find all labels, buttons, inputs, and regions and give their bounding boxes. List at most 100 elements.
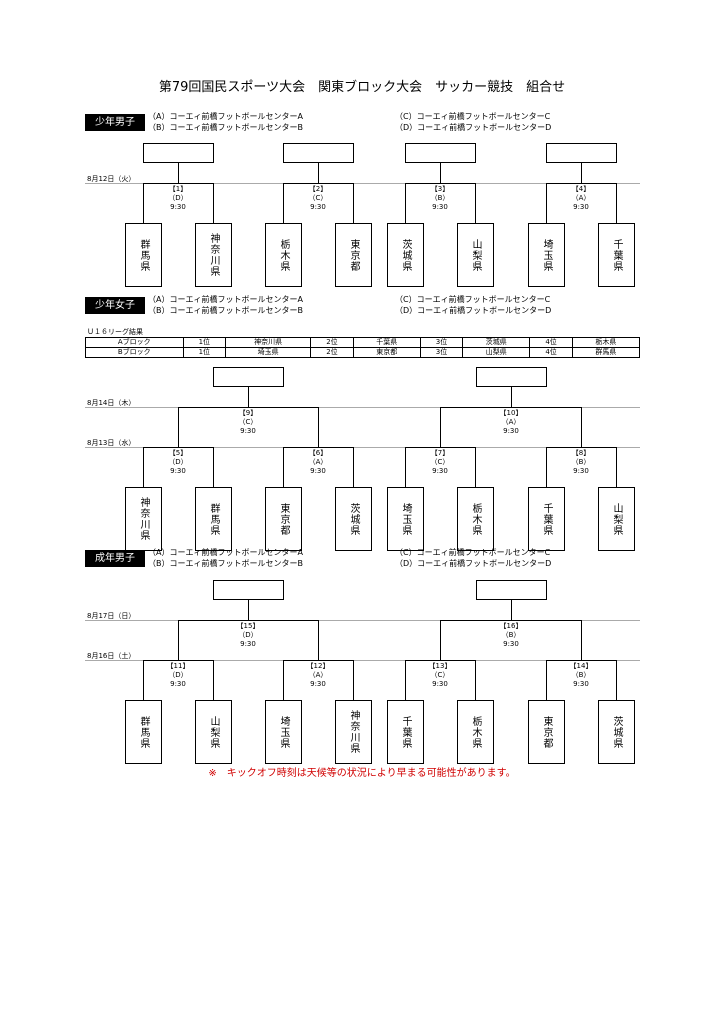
match-time: 9:30 xyxy=(310,467,326,475)
kickoff-note: ※ キックオフ時刻は天候等の状況により早まる可能性があります。 xyxy=(208,768,516,779)
venue-c: （C）コーエィ前橋フットボールセンターC xyxy=(395,112,551,121)
match-date: 8月16日（土） xyxy=(87,652,136,660)
match-info: 【10】 （A） 9:30 xyxy=(491,409,531,436)
bracket-line xyxy=(440,620,441,660)
bracket-line xyxy=(405,447,406,487)
bracket-line xyxy=(318,163,319,183)
match-time: 9:30 xyxy=(240,427,256,435)
u16-results-table: Aブロック 1位 神奈川県 2位 千葉県 3位 茨城県 4位 栃木県 Bブロック… xyxy=(85,337,641,358)
bracket-line xyxy=(475,183,476,223)
team-box: 神奈川県 xyxy=(125,487,162,551)
team-box: 千葉県 xyxy=(528,487,565,551)
team-box: 千葉県 xyxy=(598,223,635,287)
bracket-line xyxy=(511,387,512,407)
match-venue: （A） xyxy=(501,418,521,426)
match-number: 【4】 xyxy=(571,185,591,193)
match-venue: （D） xyxy=(168,194,188,202)
match-time: 9:30 xyxy=(170,467,186,475)
match-info: 【12】 （A） 9:30 xyxy=(298,662,338,689)
match-time: 9:30 xyxy=(310,680,326,688)
match-info: 【4】 （A） 9:30 xyxy=(561,185,601,212)
match-venue: （B） xyxy=(430,194,450,202)
venue-d: （D）コーエィ前橋フットボールセンターD xyxy=(395,306,552,315)
match-date: 8月12日（火） xyxy=(87,175,136,183)
table-cell: 神奈川県 xyxy=(225,337,312,348)
match-number: 【9】 xyxy=(238,409,258,417)
bracket-line xyxy=(616,447,617,487)
bracket-line xyxy=(440,620,582,621)
team-box: 埼玉県 xyxy=(528,223,565,287)
table-cell: 群馬県 xyxy=(571,347,641,358)
team-name: 群馬県 xyxy=(208,502,219,536)
bracket-line xyxy=(440,407,582,408)
date-line xyxy=(85,447,640,448)
bracket-line xyxy=(318,407,319,447)
bracket-line xyxy=(143,660,214,661)
team-box: 埼玉県 xyxy=(265,700,302,764)
match-number: 【2】 xyxy=(308,185,328,193)
match-info: 【6】 （A） 9:30 xyxy=(298,449,338,476)
bracket-line xyxy=(143,447,214,448)
bracket-line xyxy=(283,660,284,700)
match-info: 【8】 （B） 9:30 xyxy=(561,449,601,476)
match-time: 9:30 xyxy=(573,680,589,688)
winner-box xyxy=(476,367,547,387)
team-box: 茨城県 xyxy=(335,487,372,551)
match-time: 9:30 xyxy=(170,680,186,688)
team-box: 群馬県 xyxy=(195,487,232,551)
bracket-line xyxy=(213,447,214,487)
team-box: 群馬県 xyxy=(125,223,162,287)
table-cell: 4位 xyxy=(529,347,573,358)
bracket-line xyxy=(283,183,354,184)
match-info: 【3】 （B） 9:30 xyxy=(420,185,460,212)
date-line xyxy=(85,660,640,661)
bracket-line xyxy=(353,183,354,223)
team-name: 栃木県 xyxy=(470,502,481,536)
match-info: 【1】 （D） 9:30 xyxy=(158,185,198,212)
team-name: 神奈川県 xyxy=(348,710,359,754)
bracket-line xyxy=(178,407,319,408)
team-name: 山梨県 xyxy=(470,238,481,272)
match-number: 【1】 xyxy=(168,185,188,193)
table-cell: 千葉県 xyxy=(352,337,421,348)
bracket-line xyxy=(581,407,582,447)
winner-box xyxy=(546,143,617,163)
bracket-line xyxy=(546,183,547,223)
match-number: 【3】 xyxy=(430,185,450,193)
team-name: 栃木県 xyxy=(278,238,289,272)
match-info: 【15】 （D） 9:30 xyxy=(228,622,268,649)
team-box: 茨城県 xyxy=(387,223,424,287)
team-name: 茨城県 xyxy=(400,238,411,272)
team-box: 神奈川県 xyxy=(195,223,232,287)
bracket-line xyxy=(178,620,179,660)
bracket-line xyxy=(353,447,354,487)
team-name: 千葉県 xyxy=(541,502,552,536)
team-name: 埼玉県 xyxy=(400,502,411,536)
team-box: 山梨県 xyxy=(457,223,494,287)
team-name: 東京都 xyxy=(278,502,289,536)
team-name: 埼玉県 xyxy=(278,715,289,749)
match-info: 【11】 （D） 9:30 xyxy=(158,662,198,689)
bracket-line xyxy=(178,407,179,447)
match-number: 【12】 xyxy=(306,662,330,670)
bracket-line xyxy=(143,183,144,223)
venue-d: （D）コーエィ前橋フットボールセンターD xyxy=(395,559,552,568)
table-cell: 茨城県 xyxy=(462,337,531,348)
match-date: 8月13日（水） xyxy=(87,439,136,447)
team-box: 山梨県 xyxy=(598,487,635,551)
bracket-line xyxy=(143,447,144,487)
match-time: 9:30 xyxy=(573,467,589,475)
team-box: 栃木県 xyxy=(265,223,302,287)
table-cell: 栃木県 xyxy=(571,337,641,348)
table-cell: 埼玉県 xyxy=(225,347,312,358)
table-cell: 2位 xyxy=(310,337,354,348)
team-name: 山梨県 xyxy=(208,715,219,749)
bracket-line xyxy=(546,183,617,184)
bracket-line xyxy=(283,660,354,661)
team-name: 東京都 xyxy=(541,715,552,749)
team-name: 千葉県 xyxy=(611,238,622,272)
match-number: 【16】 xyxy=(499,622,523,630)
match-info: 【2】 （C） 9:30 xyxy=(298,185,338,212)
winner-box xyxy=(213,367,284,387)
match-number: 【11】 xyxy=(166,662,190,670)
